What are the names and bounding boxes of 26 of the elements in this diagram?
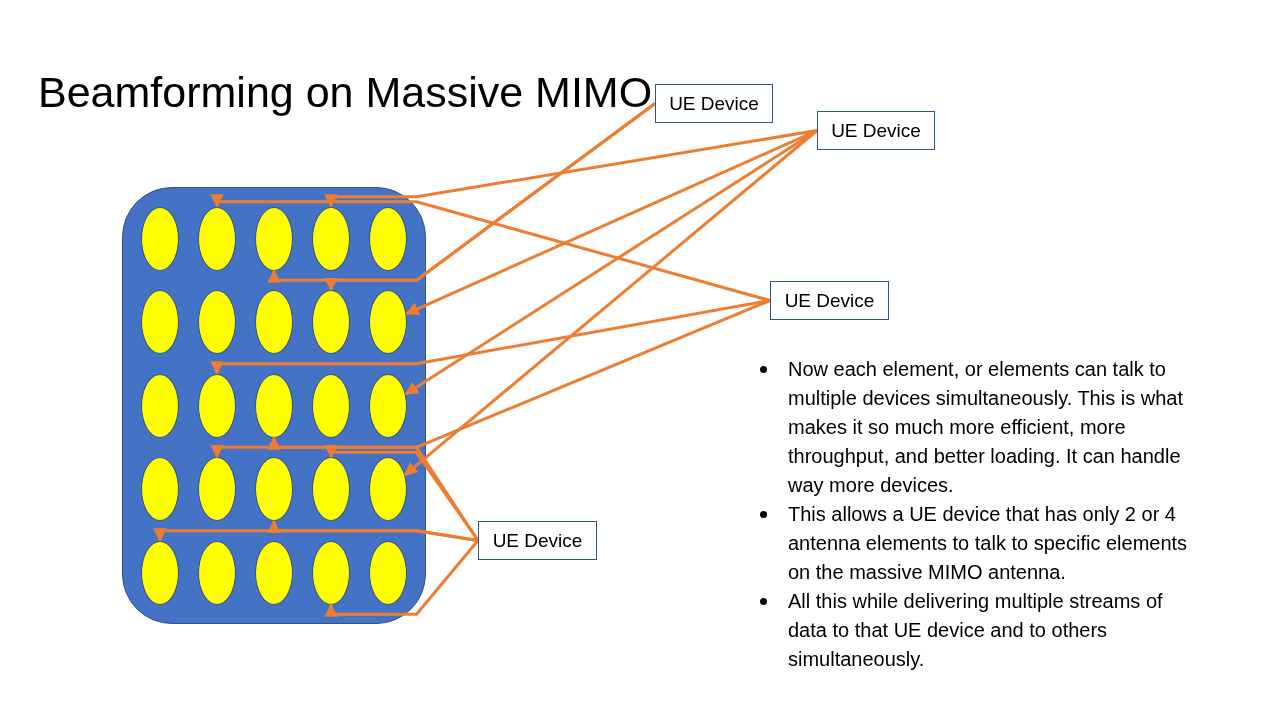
antenna-element	[369, 457, 407, 521]
arrow	[153, 528, 479, 542]
antenna-element	[369, 206, 407, 271]
arrow	[324, 444, 480, 542]
arrow	[324, 102, 656, 292]
slide-title: Beamforming on Massive MIMO	[38, 68, 653, 117]
bullet-text: Now each element, or elements can talk to multiple devices simultaneously. This is what makes it so much more efficient, more throughput, and better loading. It can handle way more devices.	[788, 357, 1184, 498]
antenna-panel	[122, 187, 426, 624]
arrow	[210, 299, 771, 375]
arrow	[324, 129, 818, 208]
arrow	[210, 194, 771, 302]
arrow	[405, 129, 818, 316]
device-label-box: UE Device	[770, 281, 889, 320]
device-label-box: UE Device	[478, 521, 597, 560]
antenna-element	[198, 206, 236, 271]
bullet-text: This allows a UE device that has only 2 or 4 antenna elements to talk to specific elements on the massive MIMO antenna.	[788, 502, 1189, 585]
antenna-element	[312, 457, 350, 521]
bullet-text: All this while delivering multiple streams of data to that UE device and to others simultaneously.	[788, 589, 1164, 672]
arrow	[404, 129, 818, 396]
arrow	[403, 129, 818, 476]
antenna-element	[255, 206, 293, 271]
device-label-box: UE Device	[817, 111, 935, 150]
antenna-element	[312, 206, 350, 271]
device-label-box: UE Device	[655, 84, 773, 123]
arrow	[324, 539, 480, 617]
arrow	[267, 299, 771, 450]
